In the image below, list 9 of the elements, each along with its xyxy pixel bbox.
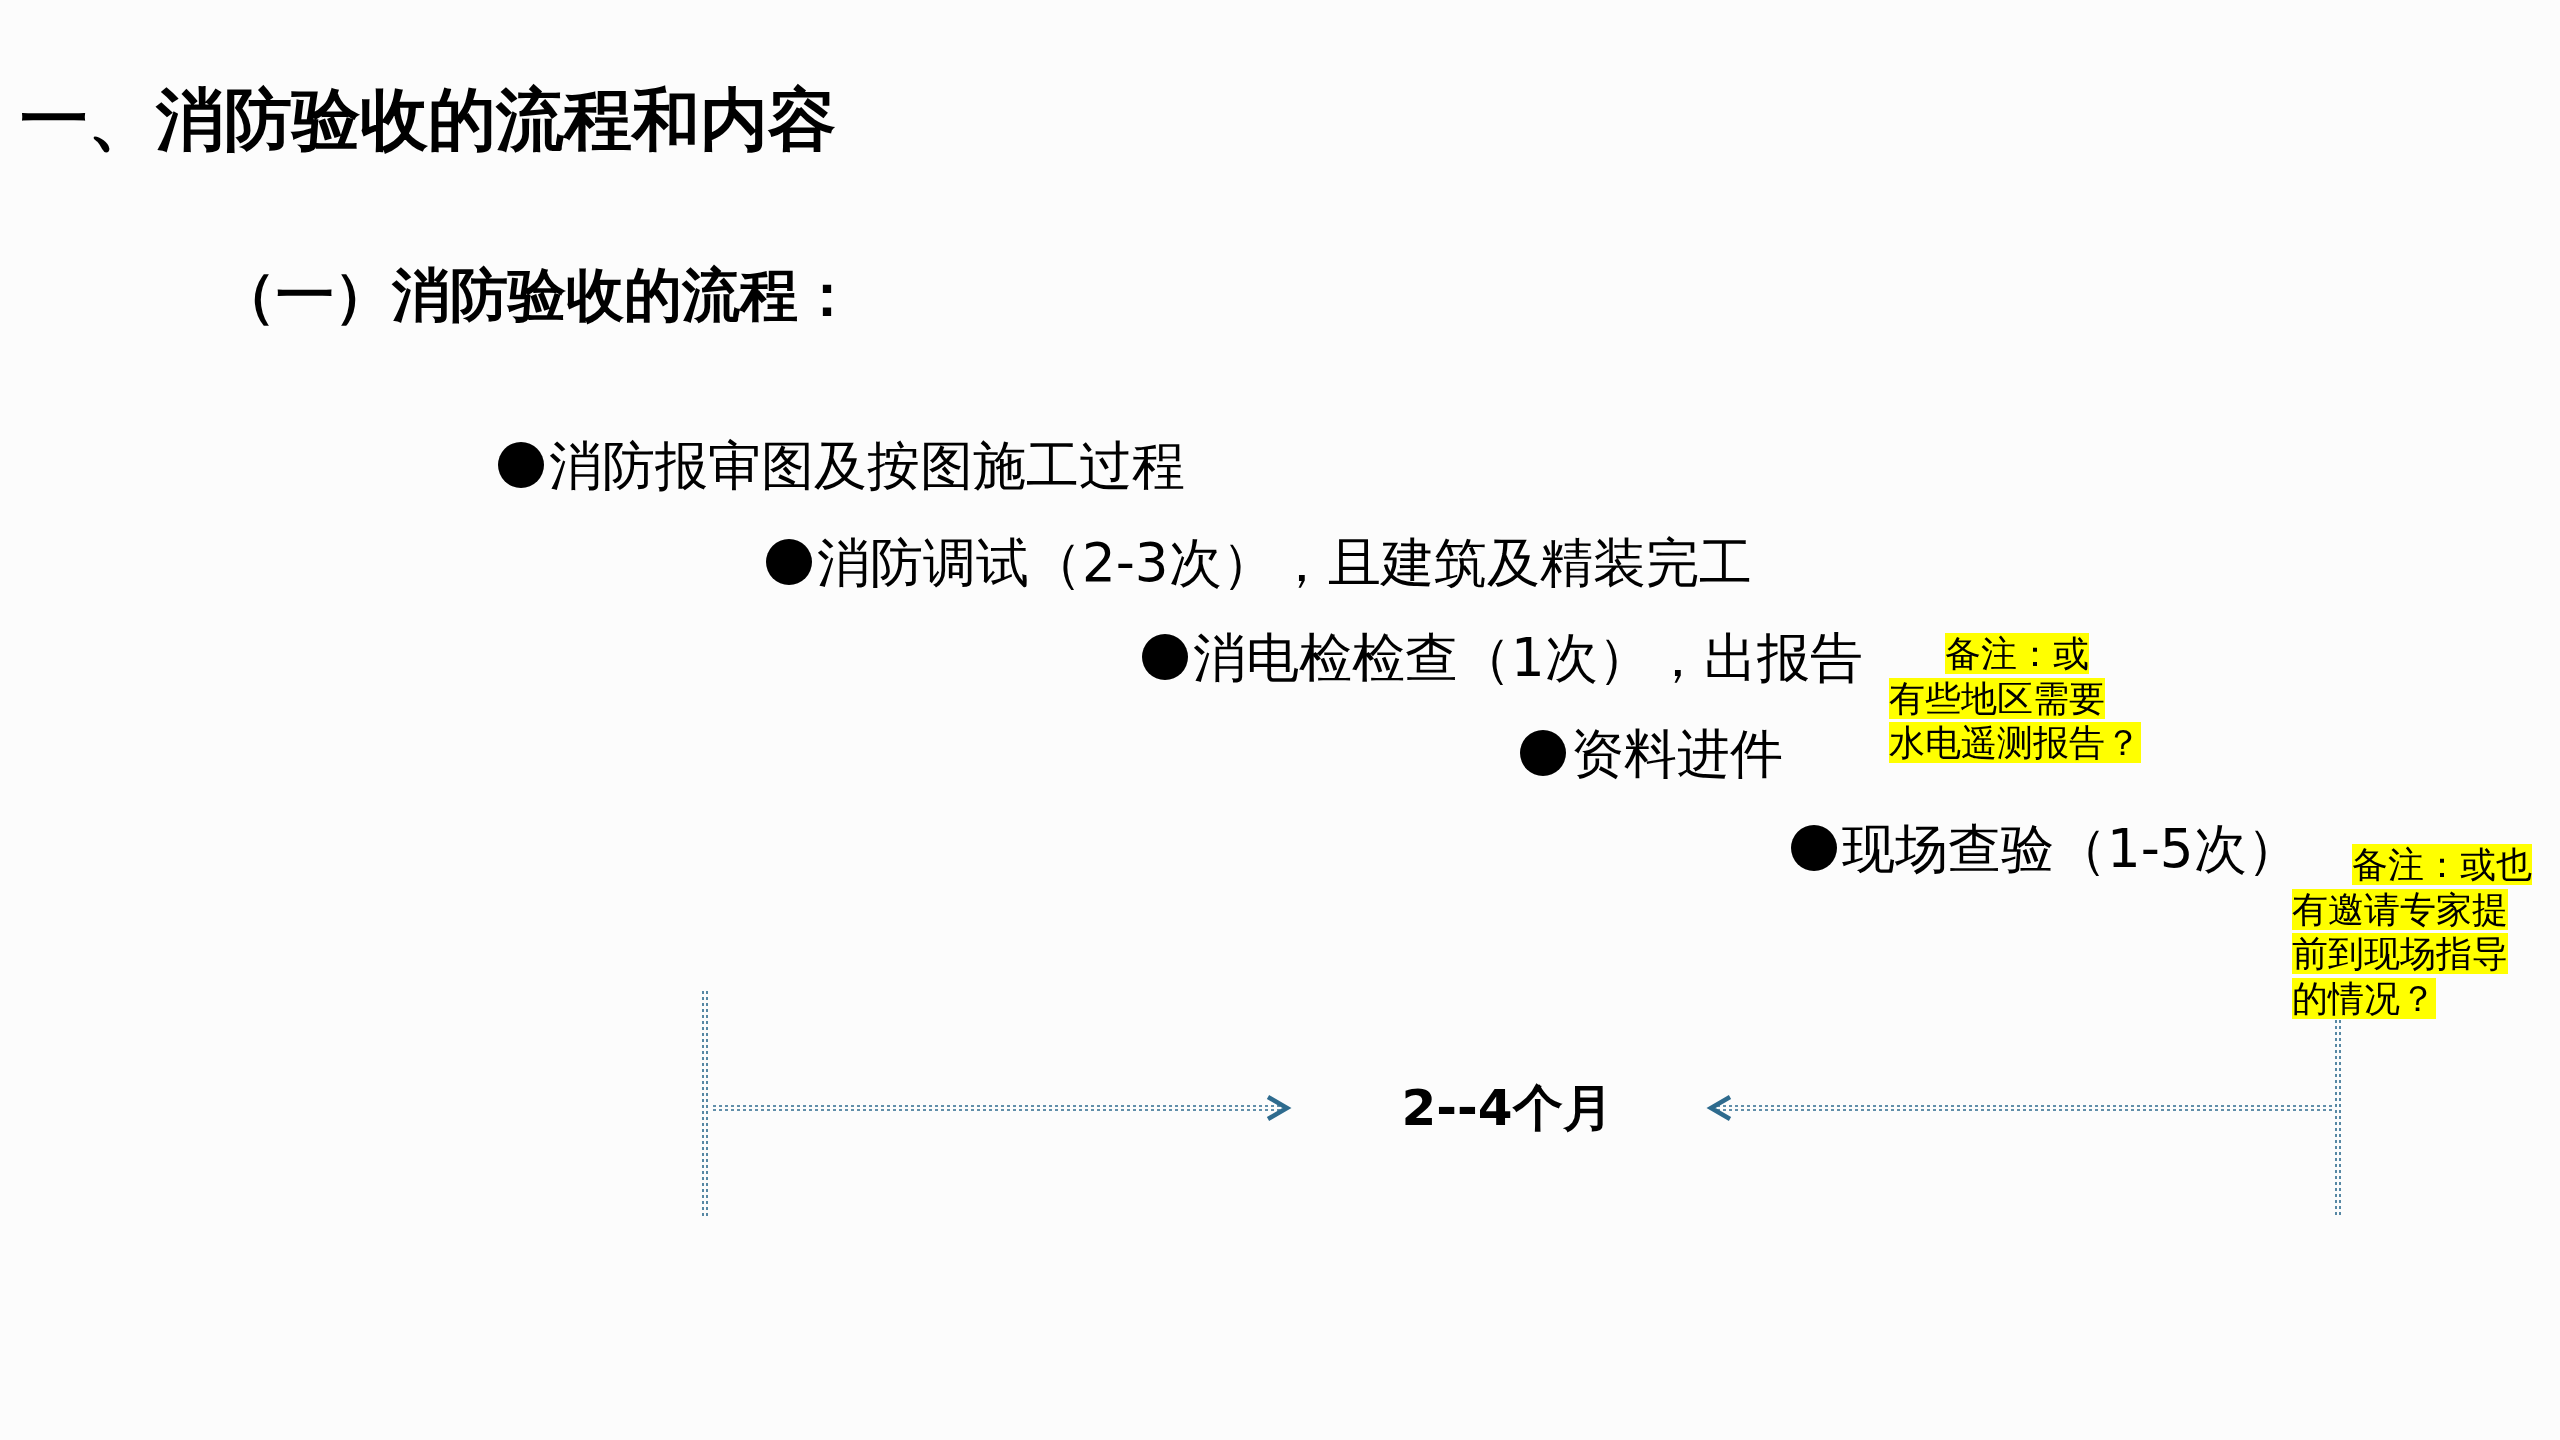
note-text: 备注：或有些地区需要水电遥测报告？	[1889, 632, 2141, 765]
note-text: 备注：或也有邀请专家提前到现场指导的情况？	[2292, 843, 2532, 1021]
step-text: 资料进件	[1571, 726, 1783, 780]
step-text: 消电检检查（1次），出报告	[1193, 630, 1863, 684]
step-text: 消防调试（2-3次），且建筑及精装完工	[817, 535, 1752, 589]
section-heading: （一）消防验收的流程：	[218, 260, 856, 331]
title-heading: 一、消防验收的流程和内容	[20, 79, 836, 161]
step-text: 消防报审图及按图施工过程	[549, 438, 1185, 492]
duration-label: 2--4个月	[1401, 1077, 1613, 1139]
